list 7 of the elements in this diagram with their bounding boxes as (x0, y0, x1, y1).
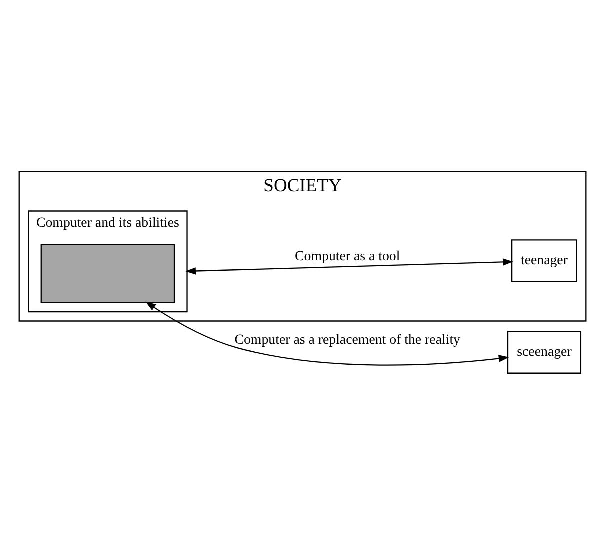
node-box: sceenager (507, 330, 582, 374)
edge-label: Computer as a replacement of the reality (234, 332, 461, 348)
node-box (40, 244, 176, 303)
arrow (186, 258, 514, 274)
arrow (146, 301, 510, 366)
node-box: teenager (511, 239, 578, 282)
edge-label: Computer as a tool (295, 249, 400, 264)
